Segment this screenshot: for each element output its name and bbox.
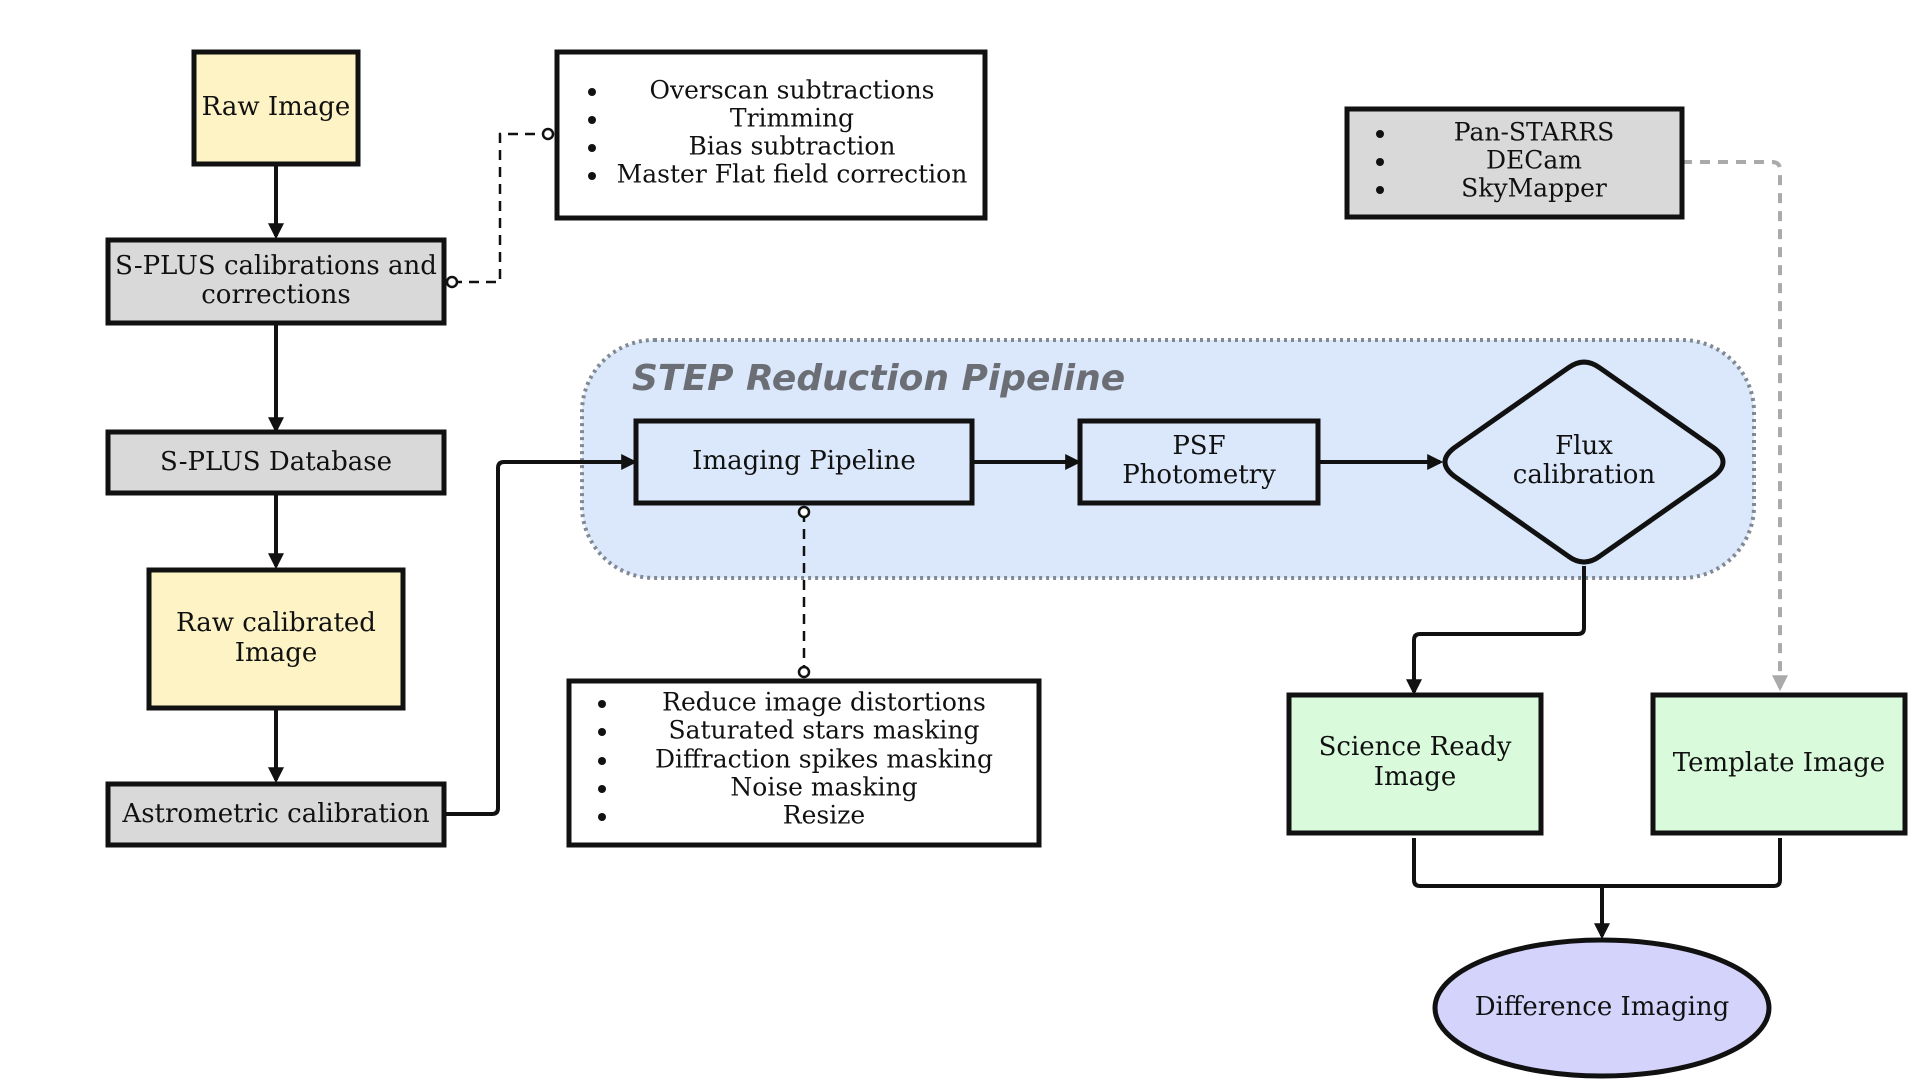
astrometric-calibration-label: Astrometric calibration: [121, 799, 429, 829]
link-dot-splus: [445, 275, 459, 289]
imaging-steps-bullet-1: [598, 700, 606, 708]
astrometric-calibration-box: [105, 781, 447, 848]
splus-calibrations-box: [105, 237, 447, 326]
flux-calibration-label-line1: Flux: [1555, 431, 1613, 461]
raw-image-label: Raw Image: [202, 92, 351, 122]
imaging-steps-list-node: Reduce image distortions Saturated stars…: [566, 678, 1042, 848]
arrow-flux-to-science: [1406, 566, 1586, 696]
imaging-steps-bullet-4: [598, 785, 606, 793]
splus-database-label: S-PLUS Database: [160, 447, 392, 477]
corrections-bullet-1: [588, 88, 596, 96]
imaging-steps-item-3: Diffraction spikes masking: [655, 745, 993, 774]
surveys-bullet-3: [1376, 186, 1384, 194]
imaging-pipeline-box: [633, 418, 975, 506]
template-image-label: Template Image: [1673, 748, 1885, 778]
raw-image-node: Raw Image: [191, 49, 361, 167]
corrections-item-4: Master Flat field correction: [617, 160, 968, 189]
difference-imaging-node: Difference Imaging: [1432, 937, 1772, 1079]
imaging-steps-bullet-3: [598, 757, 606, 765]
corrections-list-box: [554, 49, 988, 221]
imaging-steps-item-5: Resize: [783, 801, 865, 830]
surveys-item-2: DECam: [1486, 146, 1582, 175]
connectors: [268, 127, 1788, 940]
link-dot-corrections: [541, 127, 555, 141]
corrections-item-1: Overscan subtractions: [649, 76, 934, 105]
raw-calibrated-image-label-line1: Raw calibrated: [176, 608, 376, 638]
surveys-bullet-2: [1376, 158, 1384, 166]
link-dot-imaging: [797, 505, 811, 519]
template-image-node: Template Image: [1650, 692, 1908, 836]
surveys-list-box: [1344, 106, 1685, 220]
imaging-pipeline-node: Imaging Pipeline: [633, 418, 975, 506]
splus-calibrations-label-line1: S-PLUS calibrations and: [115, 251, 437, 281]
imaging-steps-bullet-5: [598, 813, 606, 821]
raw-calibrated-image-box: [146, 567, 406, 711]
corrections-item-2: Trimming: [730, 104, 854, 133]
psf-photometry-node: PSF Photometry: [1077, 418, 1321, 506]
imaging-steps-bullet-2: [598, 728, 606, 736]
raw-calibrated-image-label-line2: Image: [235, 638, 317, 668]
flux-calibration-node: Flux calibration: [1442, 359, 1726, 565]
psf-photometry-box: [1077, 418, 1321, 506]
splus-database-box: [105, 429, 447, 496]
arrow-astrometric-to-imaging: [444, 454, 638, 816]
imaging-steps-list-box: [566, 678, 1042, 848]
link-splus-to-corrections: [452, 132, 548, 284]
psf-photometry-label-line1: PSF: [1172, 431, 1225, 461]
step-pipeline-title: STEP Reduction Pipeline: [632, 358, 1125, 399]
surveys-bullet-1: [1376, 130, 1384, 138]
imaging-pipeline-label: Imaging Pipeline: [692, 446, 916, 476]
difference-imaging-ellipse: [1432, 937, 1772, 1079]
science-ready-image-box: [1286, 692, 1544, 836]
astrometric-calibration-node: Astrometric calibration: [105, 781, 447, 848]
flux-calibration-label-line2: calibration: [1513, 460, 1656, 490]
link-dot-steps: [797, 665, 811, 679]
imaging-steps-item-1: Reduce image distortions: [662, 688, 986, 717]
splus-database-node: S-PLUS Database: [105, 429, 447, 496]
imaging-steps-item-2: Saturated stars masking: [668, 716, 979, 745]
flux-calibration-diamond: [1442, 359, 1726, 565]
corrections-item-3: Bias subtraction: [688, 132, 895, 161]
surveys-item-1: Pan-STARRS: [1454, 118, 1614, 147]
splus-calibrations-node: S-PLUS calibrations and corrections: [105, 237, 447, 326]
template-image-box: [1650, 692, 1908, 836]
science-ready-image-label-line1: Science Ready: [1319, 732, 1512, 762]
surveys-list-node: Pan-STARRS DECam SkyMapper: [1344, 106, 1685, 220]
corrections-bullet-3: [588, 144, 596, 152]
corrections-list-node: Overscan subtractions Trimming Bias subt…: [554, 49, 988, 221]
arrow-surveys-to-template: [1682, 160, 1788, 692]
corrections-bullet-2: [588, 116, 596, 124]
science-ready-image-label-line2: Image: [1374, 762, 1456, 792]
corrections-bullet-4: [588, 172, 596, 180]
imaging-steps-item-4: Noise masking: [730, 773, 917, 802]
surveys-item-3: SkyMapper: [1461, 174, 1607, 203]
arrow-science-template-to-difference: [1412, 838, 1782, 888]
splus-calibrations-label-line2: corrections: [201, 280, 351, 310]
raw-calibrated-image-node: Raw calibrated Image: [146, 567, 406, 711]
raw-image-box: [191, 49, 361, 167]
difference-imaging-label: Difference Imaging: [1475, 992, 1730, 1022]
psf-photometry-label-line2: Photometry: [1122, 460, 1276, 490]
science-ready-image-node: Science Ready Image: [1286, 692, 1544, 836]
